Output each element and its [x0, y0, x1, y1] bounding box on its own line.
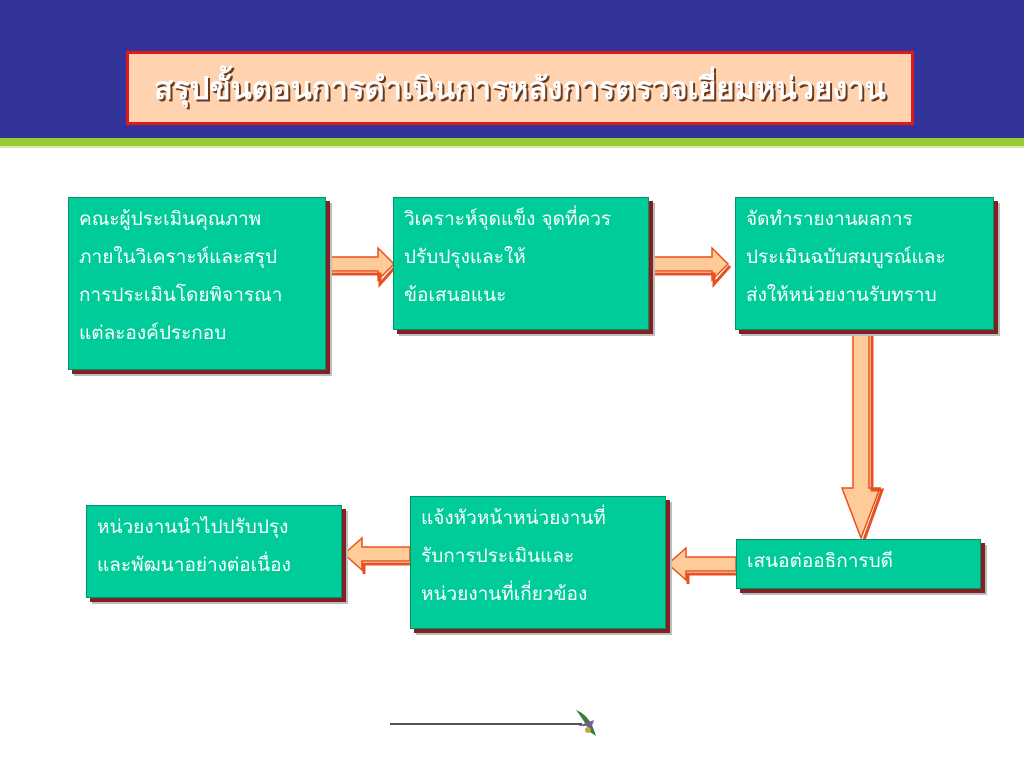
step-box-2: วิเคราะห์จุดแข็ง จุดที่ควร ปรับปรุงและให… — [393, 197, 649, 330]
header-stripe — [0, 138, 1024, 146]
title-box: สรุปขั้นตอนการดำเนินการหลังการตรวจเยี่ยม… — [126, 51, 914, 125]
decorative-pen-line — [390, 710, 596, 736]
arrow-right-2 — [651, 246, 732, 288]
step-6-line-1: หน่วยงานนำไปปรับปรุง — [97, 516, 289, 538]
step-1-line-1: คณะผู้ประเมินคุณภาพ — [79, 208, 262, 230]
arrow-right-1 — [327, 246, 398, 288]
step-5-line-3: หน่วยงานที่เกี่ยวข้อง — [421, 583, 588, 605]
arrow-down — [840, 325, 885, 541]
step-6-line-2: และพัฒนาอย่างต่อเนื่อง — [97, 554, 291, 576]
arrow-left-1 — [666, 546, 737, 584]
step-box-5: แจ้งหัวหน้าหน่วยงานที่ รับการประเมินและ … — [410, 496, 666, 629]
arrow-left-2 — [342, 536, 411, 574]
page-title: สรุปขั้นตอนการดำเนินการหลังการตรวจเยี่ยม… — [154, 71, 886, 107]
step-box-3: จัดทำรายงานผลการ ประเมินฉบับสมบูรณ์และ ส… — [735, 197, 994, 330]
step-1-line-4: แต่ละองค์ประกอบ — [79, 322, 227, 344]
step-4-line-1: เสนอต่ออธิการบดี — [747, 550, 894, 572]
step-box-1: คณะผู้ประเมินคุณภาพ ภายในวิเคราะห์และสรุ… — [68, 197, 326, 370]
step-box-4: เสนอต่ออธิการบดี — [736, 539, 981, 589]
step-2-line-2: ปรับปรุงและให้ — [404, 246, 526, 268]
step-5-line-1: แจ้งหัวหน้าหน่วยงานที่ — [421, 507, 606, 529]
step-3-line-2: ประเมินฉบับสมบูรณ์และ — [746, 246, 946, 268]
quill-icon — [576, 710, 596, 736]
header-stripe-light — [0, 146, 1024, 148]
step-1-line-2: ภายในวิเคราะห์และสรุป — [79, 246, 278, 268]
step-2-line-3: ข้อเสนอแนะ — [404, 284, 507, 306]
step-3-line-3: ส่งให้หน่วยงานรับทราบ — [746, 284, 937, 306]
step-3-line-1: จัดทำรายงานผลการ — [746, 208, 913, 230]
step-2-line-1: วิเคราะห์จุดแข็ง จุดที่ควร — [404, 208, 612, 230]
step-1-line-3: การประเมินโดยพิจารณา — [79, 284, 283, 306]
step-5-line-2: รับการประเมินและ — [421, 545, 575, 567]
step-box-6: หน่วยงานนำไปปรับปรุง และพัฒนาอย่างต่อเนื… — [86, 505, 342, 598]
